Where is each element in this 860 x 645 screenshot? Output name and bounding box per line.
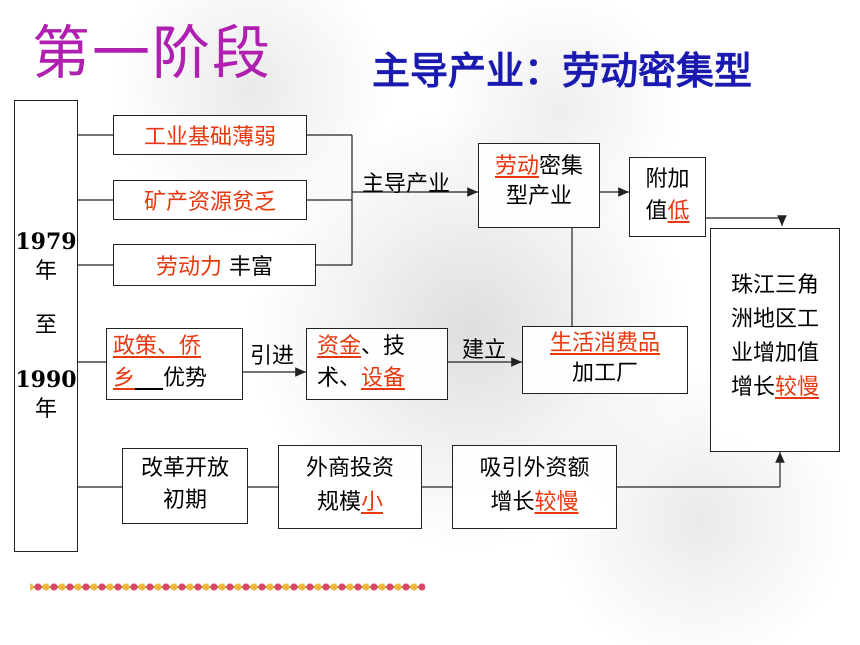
attraction-red: 较慢	[534, 490, 579, 515]
introduce-label: 引进	[250, 344, 295, 369]
period-end: 1990	[15, 367, 77, 393]
labor-industry-box: 劳动密集 型产业	[478, 143, 600, 228]
build-label: 建立	[462, 338, 507, 363]
flower-border-decoration	[30, 578, 425, 596]
factory-rest: 加工厂	[571, 361, 638, 386]
attraction-box: 吸引外资额 增长较慢	[452, 445, 617, 529]
capital-box: 资金、技 术、设备	[306, 328, 448, 400]
value-added-line1: 附加	[645, 167, 690, 192]
investment-box: 外商投资 规模小	[278, 445, 422, 529]
lack-resources-text: 矿产资源贫乏	[143, 190, 276, 215]
period-box: 1979 年 至 1990 年	[14, 100, 78, 552]
reform-box: 改革开放 初期	[122, 448, 248, 524]
value-added-box: 附加 值低	[629, 157, 706, 237]
capital-red1: 资金	[317, 334, 362, 359]
labor-rest-text: 丰富	[229, 255, 274, 280]
attraction-prefix: 增长	[490, 490, 535, 515]
policy-red-line2: 乡	[113, 366, 136, 391]
labor-red-text: 劳动力	[155, 255, 222, 280]
attraction-line1: 吸引外资额	[479, 456, 590, 481]
labor-industry-mid: 密集	[539, 154, 584, 179]
investment-prefix: 规模	[316, 490, 361, 515]
period-end-unit: 年	[34, 397, 57, 422]
reform-line1: 改革开放	[140, 456, 229, 481]
capital-red2: 设备	[361, 366, 406, 391]
reform-line2: 初期	[162, 488, 207, 513]
weak-industry-box: 工业基础薄弱	[113, 115, 307, 155]
result-line2: 洲地区工	[730, 307, 819, 332]
page-title: 第一阶段	[32, 19, 273, 87]
period-to: 至	[34, 313, 57, 338]
period-start-unit: 年	[34, 259, 57, 284]
capital-mid2: 术、	[317, 366, 362, 391]
policy-rest: 优势	[163, 366, 208, 391]
leading-label: 主导产业	[362, 172, 451, 197]
result-line3: 业增加值	[730, 341, 819, 366]
lack-resources-box: 矿产资源贫乏	[113, 180, 307, 220]
capital-mid1: 、技	[361, 334, 406, 359]
investment-red: 小	[361, 490, 384, 515]
value-added-red: 低	[667, 199, 690, 224]
factory-box: 生活消费品 加工厂	[522, 326, 688, 394]
result-line4-prefix: 增长	[730, 375, 775, 400]
result-red: 较慢	[775, 375, 820, 400]
labor-box: 劳动力 丰富	[113, 244, 316, 286]
result-box: 珠江三角 洲地区工 业增加值 增长较慢	[710, 228, 840, 452]
weak-industry-text: 工业基础薄弱	[143, 125, 276, 150]
labor-industry-rest: 型产业	[505, 184, 572, 209]
factory-red: 生活消费品	[549, 331, 660, 356]
investment-line1: 外商投资	[305, 456, 394, 481]
policy-red-line1: 政策、侨	[113, 334, 202, 359]
value-added-prefix: 值	[645, 199, 668, 224]
policy-box: 政策、侨 乡 优势	[106, 328, 243, 400]
result-line1: 珠江三角	[730, 273, 819, 298]
labor-industry-red: 劳动	[494, 154, 539, 179]
period-start: 1979	[15, 229, 77, 255]
page-subtitle: 主导产业：劳动密集型	[372, 49, 753, 93]
